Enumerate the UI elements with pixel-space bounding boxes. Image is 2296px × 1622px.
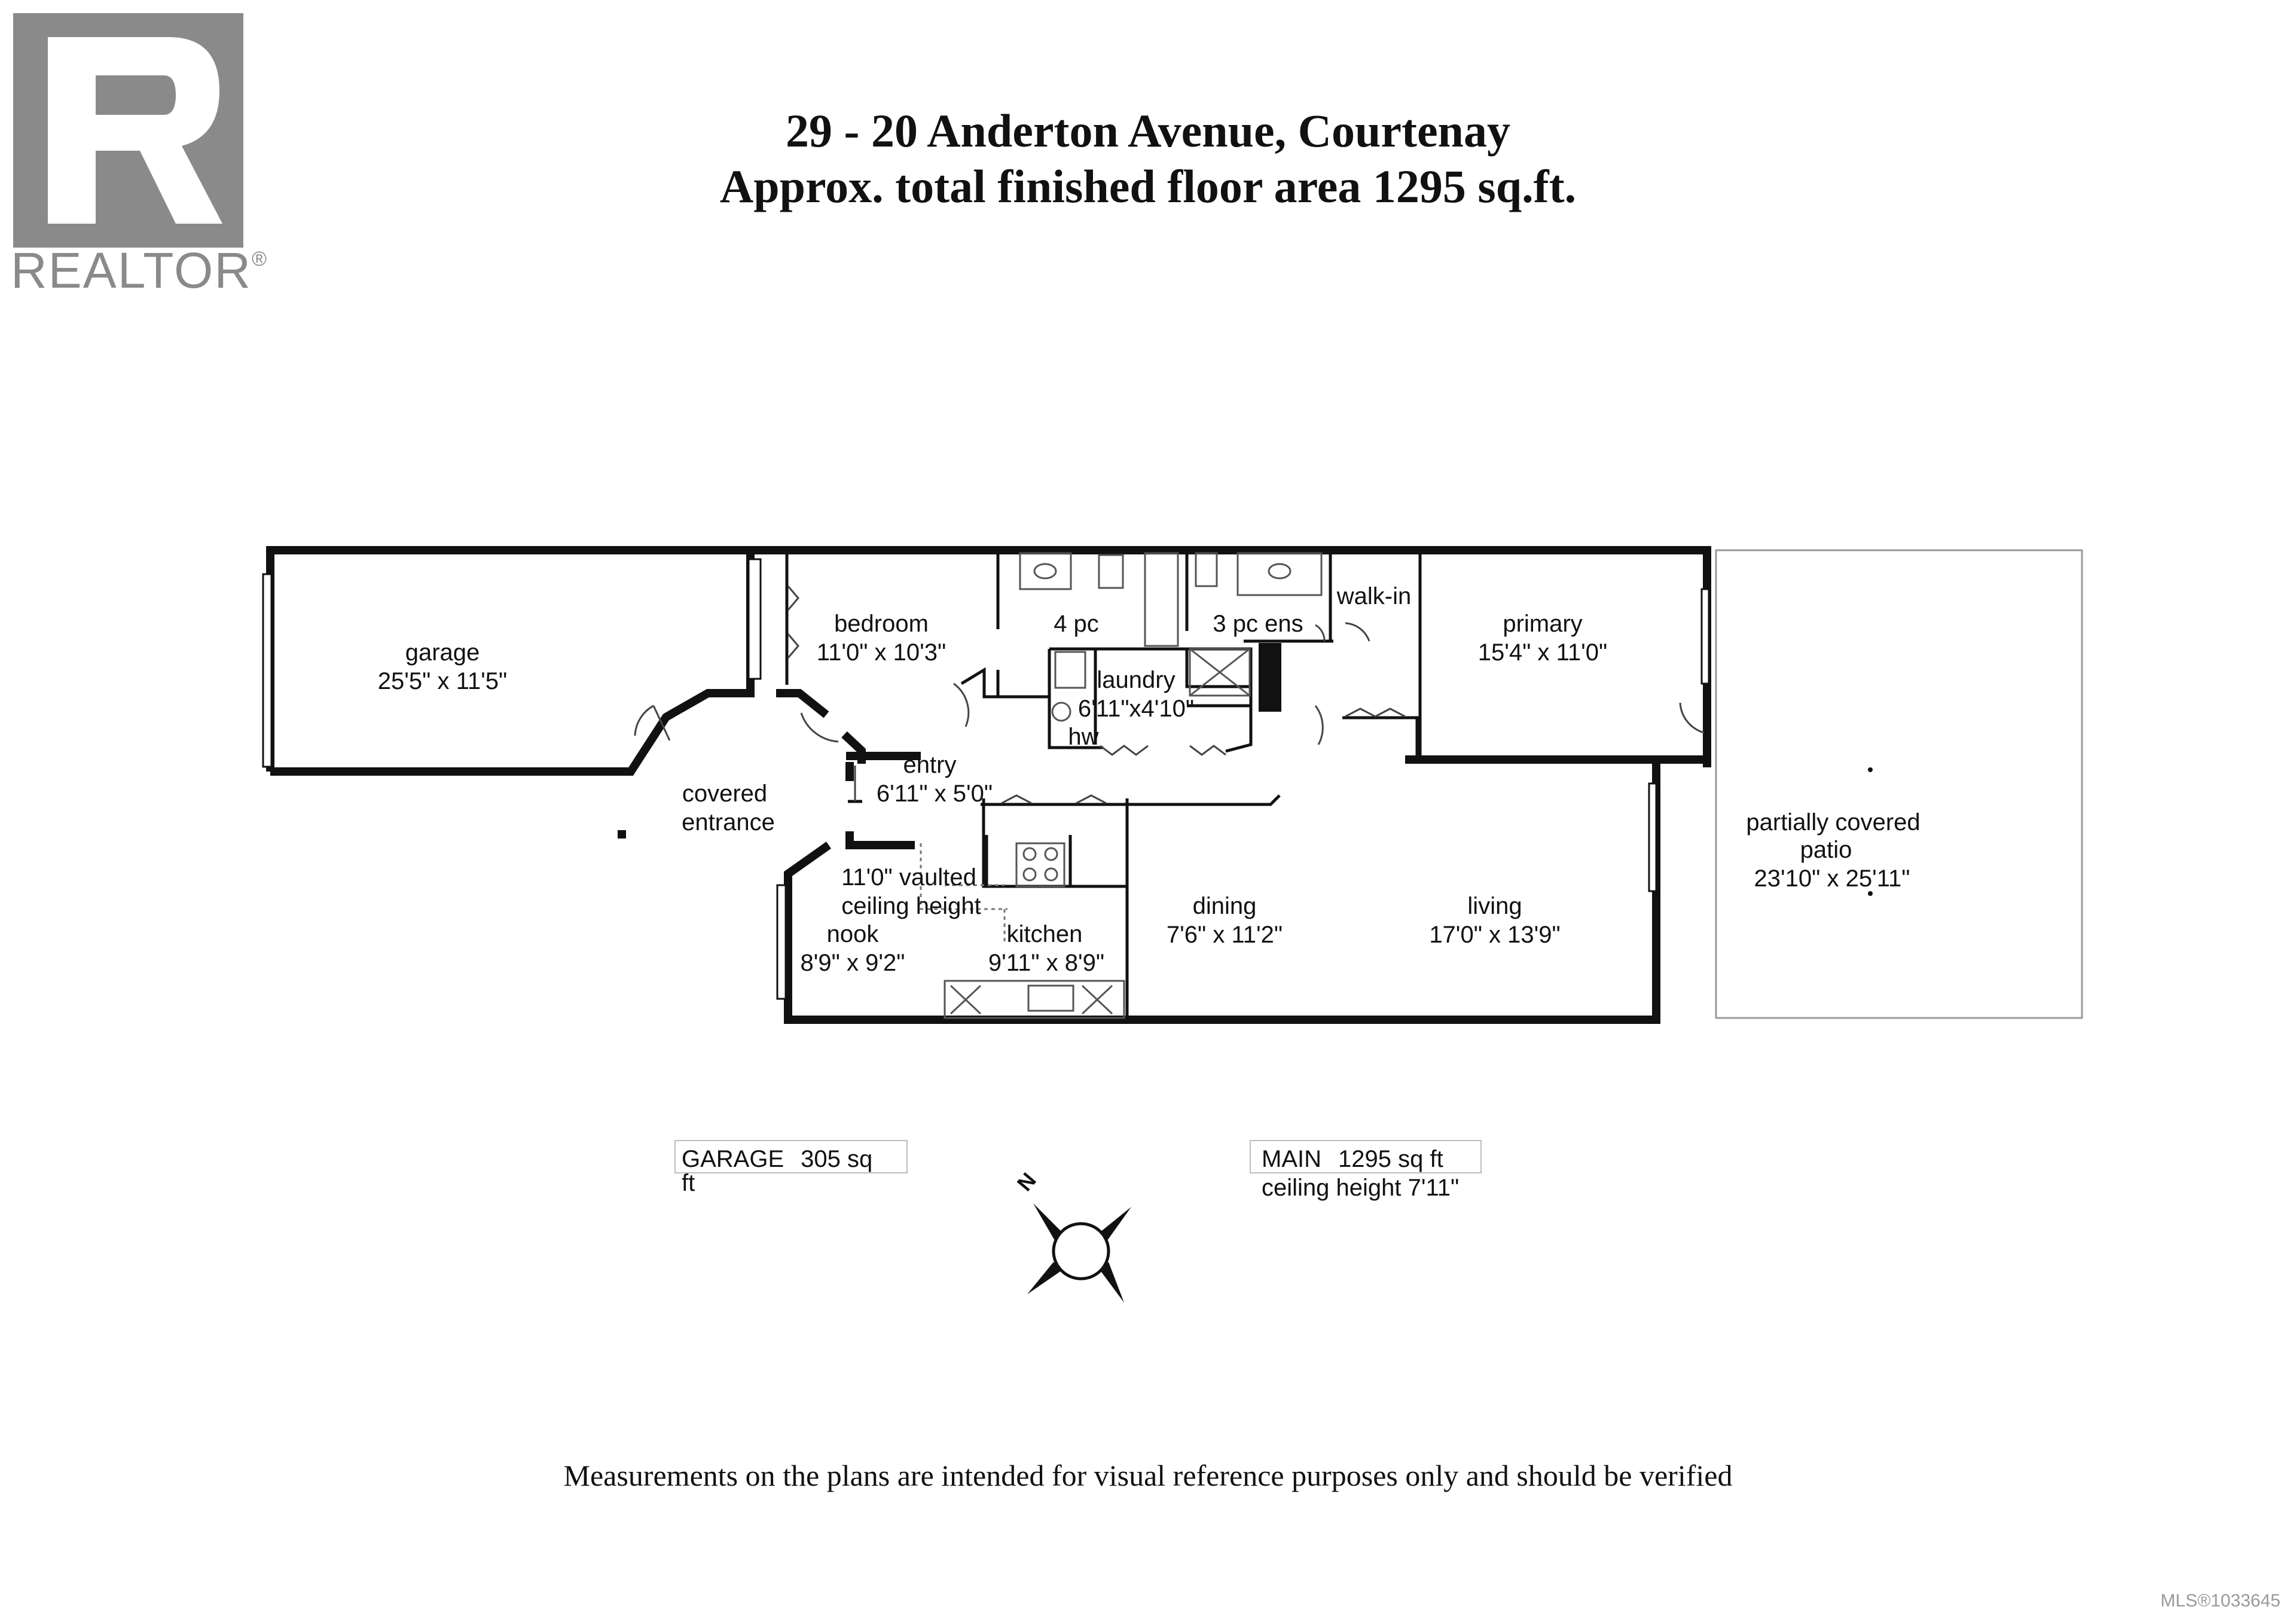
kitchen-counter-icon: [944, 980, 1125, 1019]
bedroom-closet-window: [747, 558, 762, 680]
room-dims-laundry: 6'11"x4'10": [1078, 696, 1194, 722]
hot-water-tank-icon: [1051, 702, 1071, 722]
page-title: 29 - 20 Anderton Avenue, Courtenay: [786, 105, 1510, 157]
garage-window: [262, 573, 273, 768]
room-name-bedroom: bedroom: [834, 611, 929, 637]
mls-number: MLS®1033645: [2160, 1591, 2280, 1611]
room-name-living: living: [1467, 893, 1522, 919]
realtor-r-glyph-icon: [13, 13, 243, 248]
patio-dims: 23'10" x 25'11": [1754, 865, 1910, 892]
room-dims-entry: 6'11" x 5'0": [877, 780, 993, 807]
covered-entrance-label-line1: covered: [682, 780, 767, 807]
room-name-3pc-ensuite: 3 pc ens: [1213, 611, 1303, 637]
room-name-walk-in: walk-in: [1336, 583, 1411, 609]
kitchen-sink-icon: [1027, 984, 1074, 1012]
door-swings: [634, 622, 1705, 801]
vaulted-ceiling-label-line1: 11'0" vaulted: [841, 864, 976, 891]
compass-north-label: N: [1012, 1168, 1041, 1196]
legend-main-area: 1295 sq ft: [1338, 1146, 1443, 1172]
living-window: [1648, 782, 1657, 892]
room-name-primary: primary: [1503, 611, 1582, 637]
room-name-nook: nook: [827, 921, 880, 947]
page-subtitle: Approx. total finished floor area 1295 s…: [719, 160, 1577, 212]
bathroom-fixtures: [1019, 552, 1323, 722]
room-labels: garage 25'5" x 11'5" bedroom 11'0" x 10'…: [378, 583, 1921, 976]
room-dims-dining: 7'6" x 11'2": [1167, 922, 1283, 948]
patio-post-marker: [1868, 891, 1873, 896]
legend-garage-label: GARAGE: [682, 1146, 784, 1172]
realtor-logo-icon: [13, 13, 243, 248]
disclaimer-text: Measurements on the plans are intended f…: [563, 1459, 1733, 1492]
room-dims-primary: 15'4" x 11'0": [1478, 639, 1607, 666]
room-name-kitchen: kitchen: [1007, 921, 1083, 947]
sink-ensuite-basin-icon: [1268, 563, 1292, 580]
toilet-ensuite-icon: [1195, 552, 1218, 587]
room-dims-garage: 25'5" x 11'5": [378, 668, 507, 694]
room-name-dining: dining: [1193, 893, 1257, 919]
legend-garage-area: 305 sq ft: [682, 1146, 873, 1196]
sink-4pc-icon: [1019, 552, 1072, 590]
room-dims-nook: 8'9" x 9'2": [801, 950, 905, 976]
realtor-wordmark: REALTOR®: [11, 245, 268, 295]
nook-window: [776, 884, 787, 1000]
bathtub-icon: [1144, 552, 1179, 647]
sink-basin-icon: [1033, 563, 1057, 580]
vaulted-ceiling-outline: [920, 843, 1007, 942]
interior-walls: [785, 550, 1422, 1017]
shower-icon: [1189, 648, 1251, 697]
room-dims-living: 17'0" x 13'9": [1429, 922, 1560, 948]
closet-bifold-doors: [787, 586, 1406, 804]
room-name-garage: garage: [405, 639, 480, 666]
stove-icon: [1015, 842, 1065, 888]
room-dims-bedroom: 11'0" x 10'3": [817, 639, 946, 666]
sink-ensuite-icon: [1236, 552, 1323, 596]
patio-label-line1: partially covered: [1746, 809, 1920, 836]
room-name-laundry: laundry: [1097, 667, 1175, 693]
vaulted-ceiling-label-line2: ceiling height: [841, 893, 981, 919]
covered-entrance-label-line2: entrance: [682, 809, 775, 836]
room-dims-kitchen: 9'11" x 8'9": [988, 950, 1104, 976]
kitchen-fixtures: [944, 842, 1125, 1019]
room-name-entry: entry: [903, 752, 957, 778]
patio-outline: [1715, 549, 2083, 1019]
compass-icon: N: [1012, 1168, 1131, 1303]
windows: [262, 558, 1710, 1000]
registered-mark: ®: [252, 248, 268, 270]
legend-main-ceiling-height: ceiling height 7'11": [1262, 1175, 1460, 1201]
toilet-4pc-icon: [1098, 554, 1124, 589]
room-name-4pc-bath: 4 pc: [1054, 611, 1099, 637]
legend-main: MAIN 1295 sq ft: [1250, 1140, 1482, 1173]
patio-post-marker: [1868, 767, 1873, 772]
washer-icon: [1054, 651, 1086, 689]
legend-main-label: MAIN: [1262, 1146, 1321, 1172]
entrance-post-marker: [618, 830, 626, 839]
hot-water-label: hw: [1068, 724, 1098, 750]
patio-label-line2: patio: [1800, 837, 1852, 863]
stair-wall: [1259, 643, 1281, 712]
primary-window: [1700, 588, 1710, 685]
realtor-wordmark-text: REALTOR: [11, 242, 252, 298]
